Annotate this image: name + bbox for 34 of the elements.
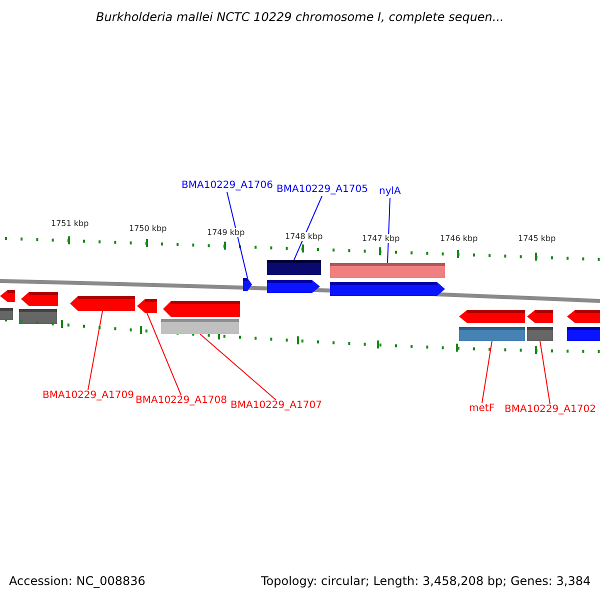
scale-label: 1747 kbp: [362, 234, 400, 243]
leader-line: [226, 192, 248, 278]
gene-feature: [70, 296, 135, 311]
gene-bar: [330, 263, 445, 278]
leader-line: [146, 312, 182, 396]
gene-label: BMA10229_A1702: [504, 404, 596, 416]
gene-bar: [527, 327, 553, 341]
title: Burkholderia mallei NCTC 10229 chromosome I, complete sequen...: [96, 10, 504, 24]
gene-label: metF: [469, 403, 495, 415]
scale-label: 1746 kbp: [440, 234, 478, 243]
gene-label: BMA10229_A1706: [182, 180, 273, 192]
gene-label: BMA10229_A1707: [230, 400, 322, 412]
gene-bar: [161, 319, 239, 334]
gene-label: BMA10229_A1705: [276, 184, 368, 196]
gene-label: nylA: [379, 186, 401, 198]
scale-label: 1751 kbp: [51, 219, 89, 228]
leader-line: [200, 334, 276, 400]
scale-label: 1750 kbp: [129, 224, 167, 233]
leader-line: [88, 310, 103, 390]
gene-feature: [137, 299, 157, 313]
gene-bar: [459, 327, 525, 341]
leader-line: [540, 340, 550, 404]
scale-label: 1745 kbp: [518, 234, 556, 243]
leader-line: [294, 196, 322, 260]
gene-feature: [243, 278, 252, 291]
leader-line: [387, 198, 390, 264]
gene-label: BMA10229_A1708: [136, 395, 227, 407]
footer-text: Accession: NC_008836: [9, 574, 146, 588]
gene-bar: [267, 260, 321, 275]
scale-label: 1749 kbp: [207, 228, 245, 237]
scale-label: 1748 kbp: [285, 232, 323, 241]
leader-line: [482, 340, 492, 404]
gene-label: BMA10229_A1709: [42, 390, 134, 402]
footer-text: Topology: circular; Length: 3,458,208 bp; Genes: 3,384: [261, 574, 591, 588]
